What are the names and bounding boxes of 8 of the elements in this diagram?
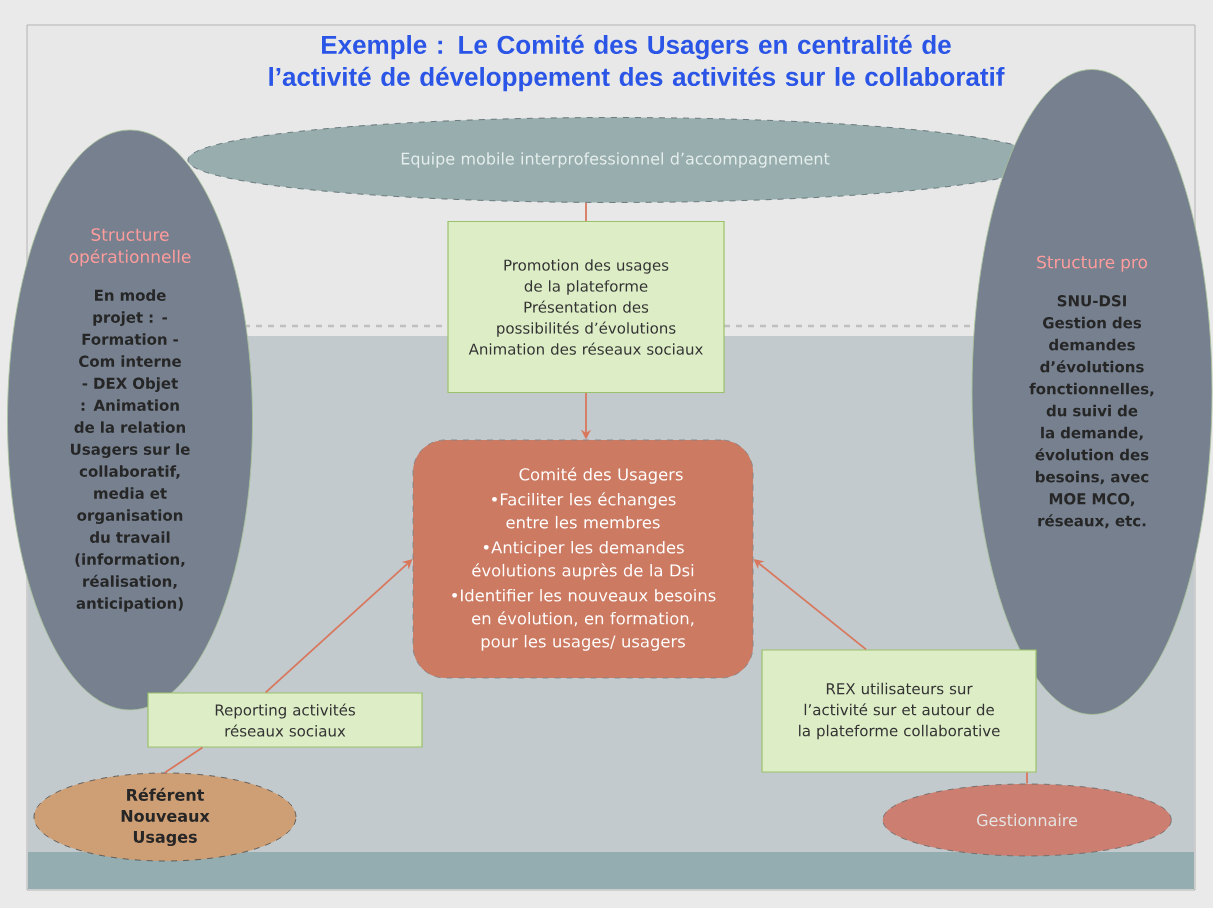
connector (1026, 771, 1028, 785)
connector (264, 559, 413, 694)
rounded-box: Comité des Usagers •Faciliter les échanges entre les membres •Anticiper les demandes évolutions auprès de la Dsi •Identifier les nouveaux besoins en évolution, en formation, pour les usages/ usagers (412, 439, 754, 679)
text-box: Reporting activités réseaux sociaux (147, 692, 423, 748)
connector (164, 746, 204, 774)
text-box: Promotion des usages de la plateforme Présentation des possibilités d’évolutions Animation des réseaux sociaux (447, 220, 725, 394)
text-box: REX utilisateurs sur l’activité sur et autour de la plateforme collaborative (761, 649, 1037, 773)
connector (585, 202, 587, 222)
